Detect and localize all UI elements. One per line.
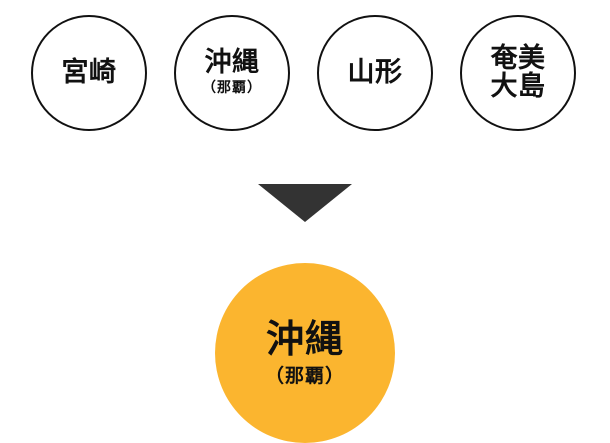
result-circle-okinawa: 沖縄 （那覇） [215,263,395,443]
option-label: 奄美 大島 [490,42,546,102]
option-circle-okinawa: 沖縄 （那覇） [174,15,290,131]
option-circle-amami-oshima: 奄美 大島 [460,15,576,131]
option-circle-yamagata: 山形 [317,15,433,131]
option-circle-miyazaki: 宮崎 [31,15,147,131]
option-sublabel: （那覇） [202,79,262,96]
down-arrow-icon [258,184,352,222]
result-label: 沖縄 [265,316,344,361]
down-triangle-arrow [258,184,352,222]
result-sublabel: （那覇） [264,364,345,387]
option-label: 山形 [347,56,403,88]
option-label: 沖縄 [204,47,260,79]
option-label: 宮崎 [61,56,117,88]
